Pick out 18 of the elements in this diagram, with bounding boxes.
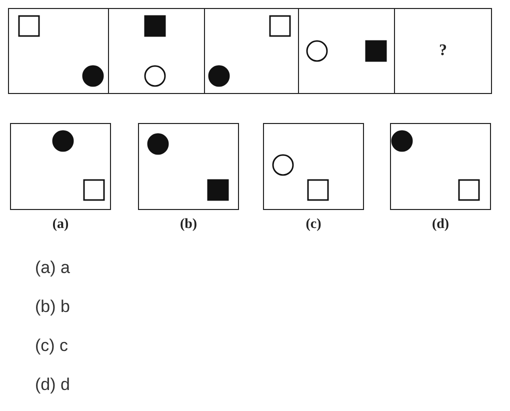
option-label: (d) <box>430 218 450 232</box>
figure-box <box>204 8 299 94</box>
option-box <box>138 123 239 210</box>
answer-option: (b) b <box>35 297 70 317</box>
option-box <box>263 123 364 210</box>
answer-option: (a) a <box>35 258 70 278</box>
option-label: (b) <box>178 218 198 232</box>
option-box <box>10 123 111 210</box>
answer-option: (d) d <box>35 375 70 395</box>
figure-box <box>394 8 492 94</box>
option-label: (a) <box>51 218 70 232</box>
answer-option: (c) c <box>35 336 68 356</box>
option-box <box>390 123 491 210</box>
figure-box <box>298 8 395 94</box>
option-label: (c) <box>304 218 322 232</box>
figure-box <box>8 8 109 94</box>
question-mark: ? <box>438 43 448 59</box>
figure-box <box>108 8 205 94</box>
